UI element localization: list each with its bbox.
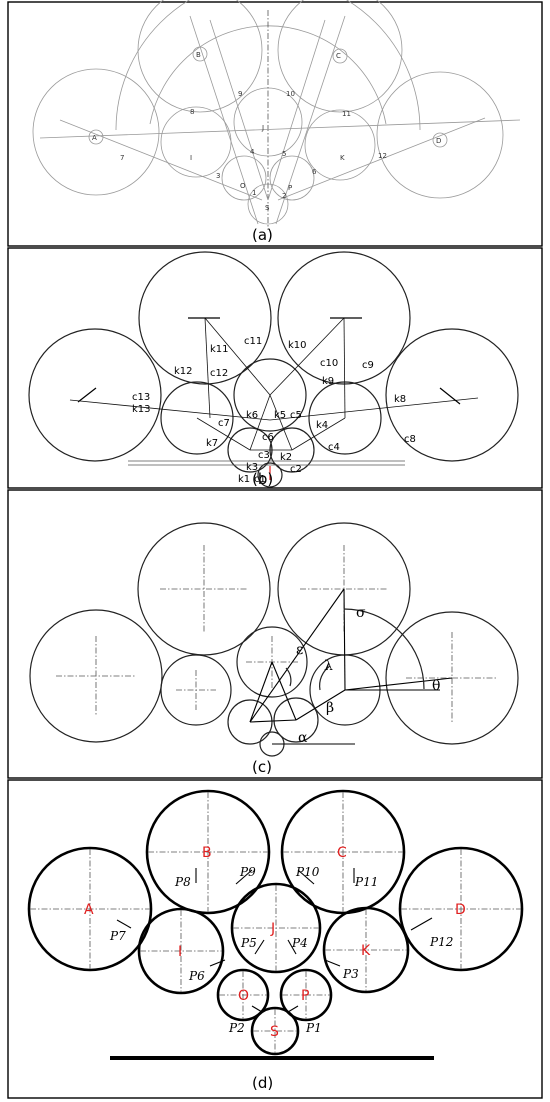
d-force-P5: P5 [240, 936, 257, 950]
b-k4: k4 [316, 420, 328, 431]
d-center-B: B [202, 845, 212, 861]
b-k5: k5 [274, 410, 286, 421]
b-c12: c12 [210, 368, 228, 379]
d-center-J: J [270, 921, 275, 937]
a-label-I: I [190, 154, 192, 162]
d-force-P6: P6 [188, 969, 205, 983]
a-num-10: 10 [286, 90, 295, 98]
panel-c: σ ε λ β α θ (c) [29, 522, 519, 776]
b-c13: c13 [132, 392, 150, 403]
a-num-2: 2 [282, 192, 286, 200]
b-c1: c1 [254, 474, 266, 485]
b-k7: k7 [206, 438, 218, 449]
d-center-D: D [455, 902, 466, 918]
b-c6: c6 [262, 432, 274, 443]
b-c11: c11 [244, 336, 262, 347]
a-num-3: 3 [216, 172, 220, 180]
b-c5: c5 [290, 410, 302, 421]
b-k3: k3 [246, 462, 258, 473]
panel-a-frame [7, 1, 543, 247]
a-num-8: 8 [190, 108, 194, 116]
panel-b-frame [7, 247, 543, 489]
c-angle-theta: θ [432, 678, 440, 694]
a-num-4: 4 [250, 148, 255, 156]
b-k2: k2 [280, 452, 292, 463]
d-force-P2: P2 [228, 1021, 245, 1035]
a-label-K: K [340, 154, 345, 162]
caption-a: (a) [252, 226, 273, 244]
b-k6: k6 [246, 410, 258, 421]
b-k1: k1 [238, 474, 250, 485]
d-center-P: P [301, 988, 309, 1004]
a-label-P: P [288, 184, 292, 192]
b-c7: c7 [218, 418, 230, 429]
d-force-P9: P9 [239, 865, 256, 879]
a-label-A: A [92, 134, 97, 142]
d-force-P4: P4 [291, 936, 308, 950]
d-force-P3: P3 [342, 967, 359, 981]
d-center-C: C [337, 845, 347, 861]
c-angle-epsilon: ε [296, 642, 303, 658]
b-c10: c10 [320, 358, 338, 369]
panel-c-frame [7, 489, 543, 779]
a-num-12: 12 [378, 152, 387, 160]
a-label-J: J [261, 124, 264, 132]
a-num-7: 7 [120, 154, 124, 162]
a-num-5: 5 [282, 150, 286, 158]
b-c4: c4 [328, 442, 340, 453]
d-force-P10: P10 [295, 865, 320, 879]
a-num-11: 11 [342, 110, 351, 118]
d-force-P12: P12 [429, 935, 453, 949]
a-label-B: B [196, 51, 201, 59]
b-k12: k12 [174, 366, 193, 377]
a-num-9: 9 [238, 90, 242, 98]
d-center-A: A [84, 902, 94, 918]
c-angle-sigma: σ [356, 605, 366, 621]
panel-b: k1 k2 k3 k4 k5 k6 k7 k8 k9 k10 k11 k12 k… [28, 251, 519, 488]
d-force-P8: P8 [174, 875, 191, 889]
d-center-O: O [238, 988, 249, 1004]
caption-c: (c) [252, 758, 272, 776]
b-k8: k8 [394, 394, 406, 405]
a-num-1: 1 [252, 189, 256, 197]
panel-d: A B C D I J K O P S P1 P2 P3 P4 P5 P6 P7… [27, 789, 524, 1092]
d-force-P7: P7 [109, 929, 126, 943]
c-angle-beta: β [326, 700, 334, 716]
panel-a: A B C D I J K O P S 1 2 3 4 5 6 7 8 9 10… [32, 0, 521, 244]
b-k9: k9 [322, 376, 334, 387]
a-label-S: S [265, 204, 270, 212]
b-c9: c9 [362, 360, 374, 371]
a-label-O: O [240, 182, 246, 190]
d-force-P11: P11 [354, 875, 378, 889]
c-angle-lambda: λ [324, 658, 333, 674]
b-c3: c3 [258, 450, 270, 461]
b-c2: c2 [290, 464, 302, 475]
d-center-S: S [270, 1024, 279, 1040]
caption-b: (b) [252, 470, 273, 488]
d-center-I: I [178, 944, 182, 960]
a-label-D: D [436, 137, 441, 145]
b-k10: k10 [288, 340, 307, 351]
b-c8: c8 [404, 434, 416, 445]
a-label-C: C [336, 52, 341, 60]
caption-d: (d) [252, 1074, 273, 1092]
d-center-K: K [361, 943, 371, 959]
panel-d-frame [7, 779, 543, 1099]
c-angle-alpha: α [298, 730, 308, 746]
b-k13: k13 [132, 404, 151, 415]
a-num-6: 6 [312, 168, 317, 176]
d-force-P1: P1 [305, 1021, 322, 1035]
b-k11: k11 [210, 344, 229, 355]
